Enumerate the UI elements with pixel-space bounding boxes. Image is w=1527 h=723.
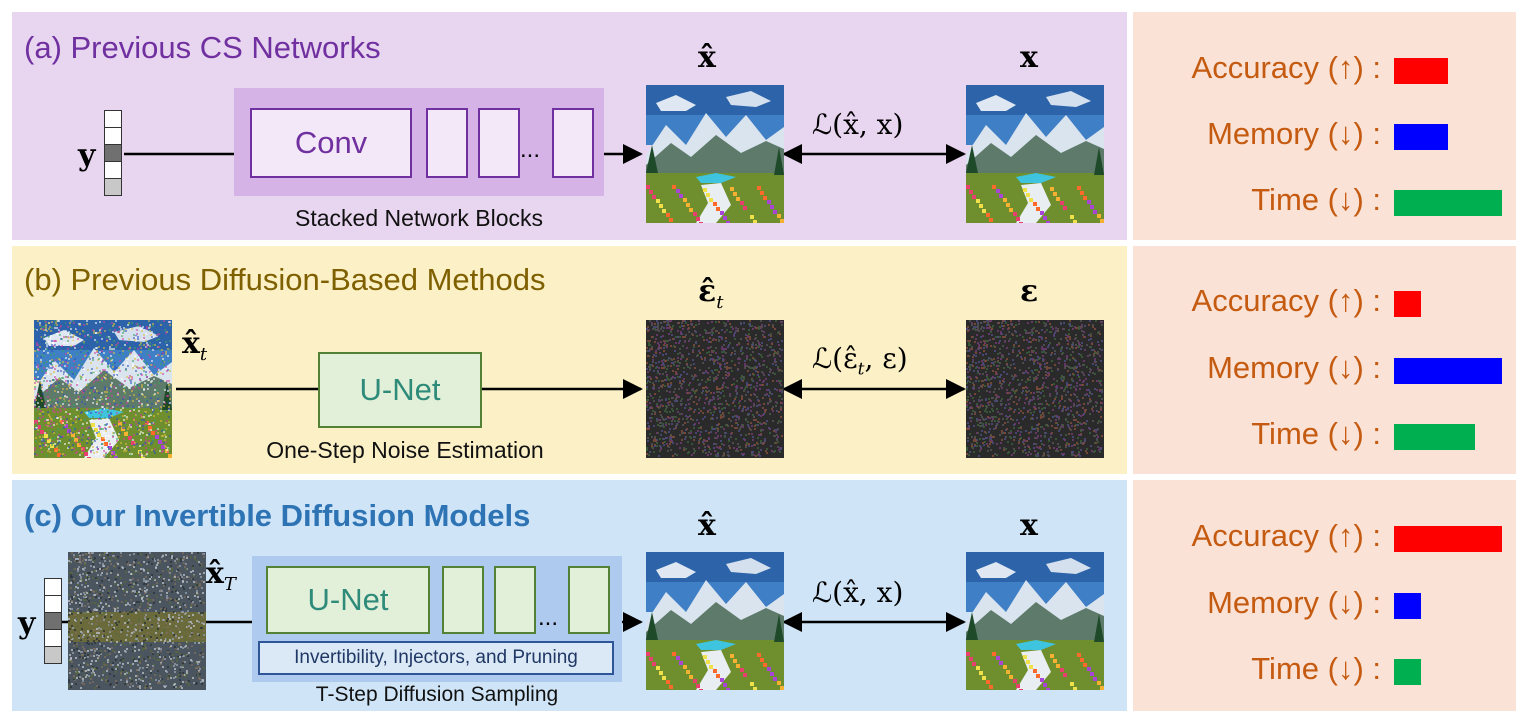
- panel-c-caption: T-Step Diffusion Sampling: [315, 683, 559, 706]
- panel-a-loss: ℒ(x̂, x): [812, 108, 904, 141]
- metric-b-memory-bar: [1394, 358, 1502, 384]
- panel-a-input-label: y: [78, 138, 96, 173]
- panel-c-ground-truth-image: [966, 552, 1104, 690]
- panel-b-caption: One-Step Noise Estimation: [266, 437, 544, 463]
- metric-c-accuracy-bar: [1394, 526, 1502, 552]
- panel-a-block-2: [426, 108, 468, 178]
- metric-a-memory-bar: [1394, 124, 1448, 150]
- panel-b-loss: ℒ(ε̂t, ε): [812, 342, 908, 380]
- panel-b-true-noise-image: [966, 320, 1104, 458]
- metrics-panel-c: [1133, 480, 1516, 711]
- panel-b-noisy-input-image: [34, 320, 172, 458]
- panel-a-block-3: [478, 108, 520, 178]
- panel-c-mid-label: x̂T: [206, 556, 236, 595]
- panel-c-loss: ℒ(x̂, x): [812, 576, 904, 609]
- panel-c-reconstruction-image: [646, 552, 784, 690]
- metric-a-time-label: Time (↓) :: [1251, 182, 1381, 217]
- panel-a-conv-block: Conv: [250, 108, 412, 178]
- metric-b-time-bar: [1394, 424, 1475, 450]
- metric-c-memory-label: Memory (↓) :: [1207, 585, 1381, 620]
- metric-b-accuracy-bar: [1394, 291, 1421, 317]
- panel-a-ground-truth-image: [966, 85, 1104, 223]
- metric-b-memory-label: Memory (↓) :: [1207, 350, 1381, 385]
- panel-c-block-2: [442, 566, 484, 634]
- panel-b-input-label: x̂t: [182, 326, 208, 365]
- metric-a-time-bar: [1394, 190, 1502, 216]
- metric-b-time-label: Time (↓) :: [1251, 416, 1381, 451]
- metric-b-accuracy-label: Accuracy (↑) :: [1191, 283, 1381, 318]
- panel-a-target-label: x: [1020, 40, 1038, 75]
- metric-c-time-bar: [1394, 659, 1421, 685]
- panel-c-block-n: [568, 566, 610, 634]
- panel-c-unet-block: U-Net: [266, 566, 430, 634]
- panel-a-block-n: [552, 108, 594, 178]
- panel-c-initial-image: [68, 552, 206, 690]
- metric-a-accuracy-label: Accuracy (↑) :: [1191, 50, 1381, 85]
- panel-b-title: (b) Previous Diffusion-Based Methods: [24, 262, 546, 297]
- panel-b-target-label: ε: [1020, 274, 1039, 309]
- panel-c-target-label: x: [1020, 508, 1038, 543]
- panel-a-caption: Stacked Network Blocks: [295, 205, 543, 231]
- panel-c-ellipsis: ...: [538, 604, 559, 631]
- panel-c-title: (c) Our Invertible Diffusion Models: [24, 498, 531, 533]
- panel-b: [12, 246, 1127, 474]
- metric-c-time-label: Time (↓) :: [1251, 651, 1381, 686]
- metric-c-accuracy-label: Accuracy (↑) :: [1191, 518, 1381, 553]
- panel-c-block-3: [494, 566, 536, 634]
- panel-c-output-label: x̂: [698, 508, 716, 543]
- panel-b-estimated-noise-image: [646, 320, 784, 458]
- panel-a-ellipsis: ...: [520, 136, 541, 163]
- panel-b-unet-block: U-Net: [318, 352, 482, 428]
- panel-a-reconstruction-image: [646, 85, 784, 223]
- metric-a-accuracy-bar: [1394, 58, 1448, 84]
- panel-a-output-label: x̂: [698, 40, 716, 75]
- metric-c-memory-bar: [1394, 593, 1421, 619]
- panel-b-output-label: ε̂t: [698, 274, 724, 313]
- metric-a-memory-label: Memory (↓) :: [1207, 116, 1381, 151]
- panel-c-inner-label: Invertibility, Injectors, and Pruning: [258, 641, 614, 675]
- panel-c-input-label: y: [18, 606, 36, 641]
- panel-a-title: (a) Previous CS Networks: [24, 30, 381, 65]
